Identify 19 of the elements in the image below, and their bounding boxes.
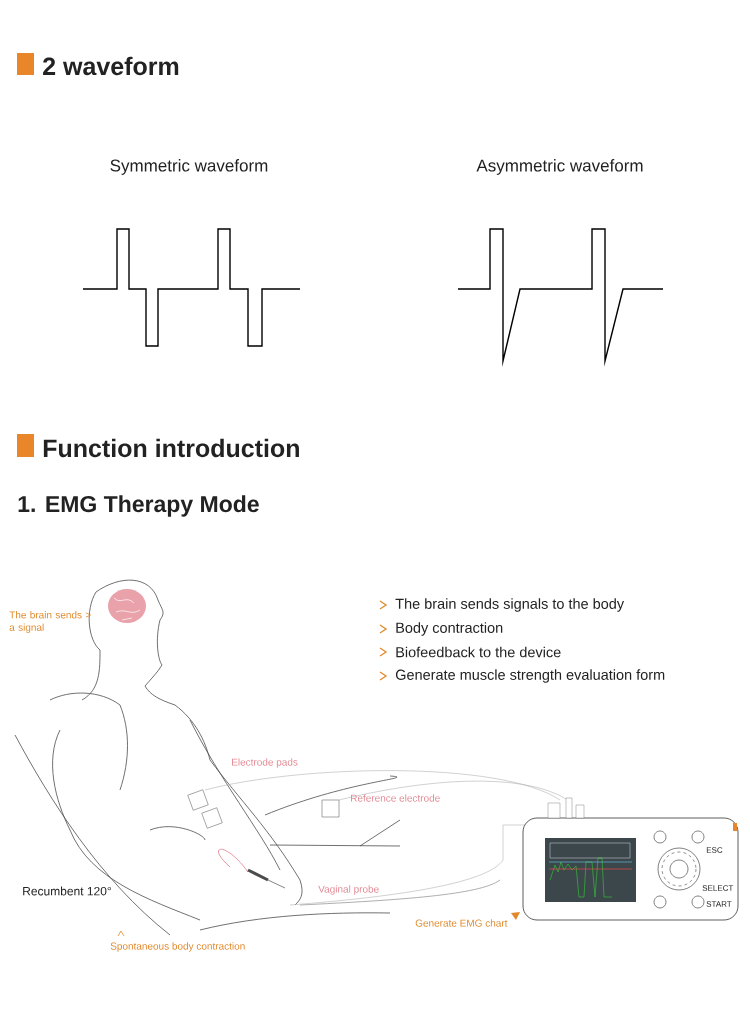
bullet-text: The brain sends signals to the body [395, 598, 625, 612]
waveform-title: Symmetric waveform [110, 159, 268, 175]
callout-text: Electrode pads [232, 758, 298, 768]
button-label: SELECT [702, 885, 734, 891]
mode-heading: 1. EMG Therapy Mode [18, 495, 259, 517]
callout-text: Generate EMG chart [415, 919, 508, 927]
bullet-text: Generate muscle strength evaluation form [395, 669, 665, 683]
section-heading: Function introduction [43, 438, 299, 458]
bullet-text: Body contraction [396, 622, 503, 636]
callout-text: Vaginal probe [318, 885, 379, 895]
button-label: START [706, 901, 732, 907]
bullet-text: Biofeedback to the device [396, 646, 561, 658]
posture-label: Recumbent 120° [23, 886, 111, 896]
waveform-title: Asymmetric waveform [476, 159, 643, 175]
callout-text: The brain sends > a signal [9, 611, 91, 633]
section-heading: 2 waveform [43, 56, 179, 76]
callout-text: Spontaneous body contraction [110, 942, 245, 952]
button-label: ESC [706, 847, 723, 853]
callout-text: Reference electrode [351, 794, 440, 802]
